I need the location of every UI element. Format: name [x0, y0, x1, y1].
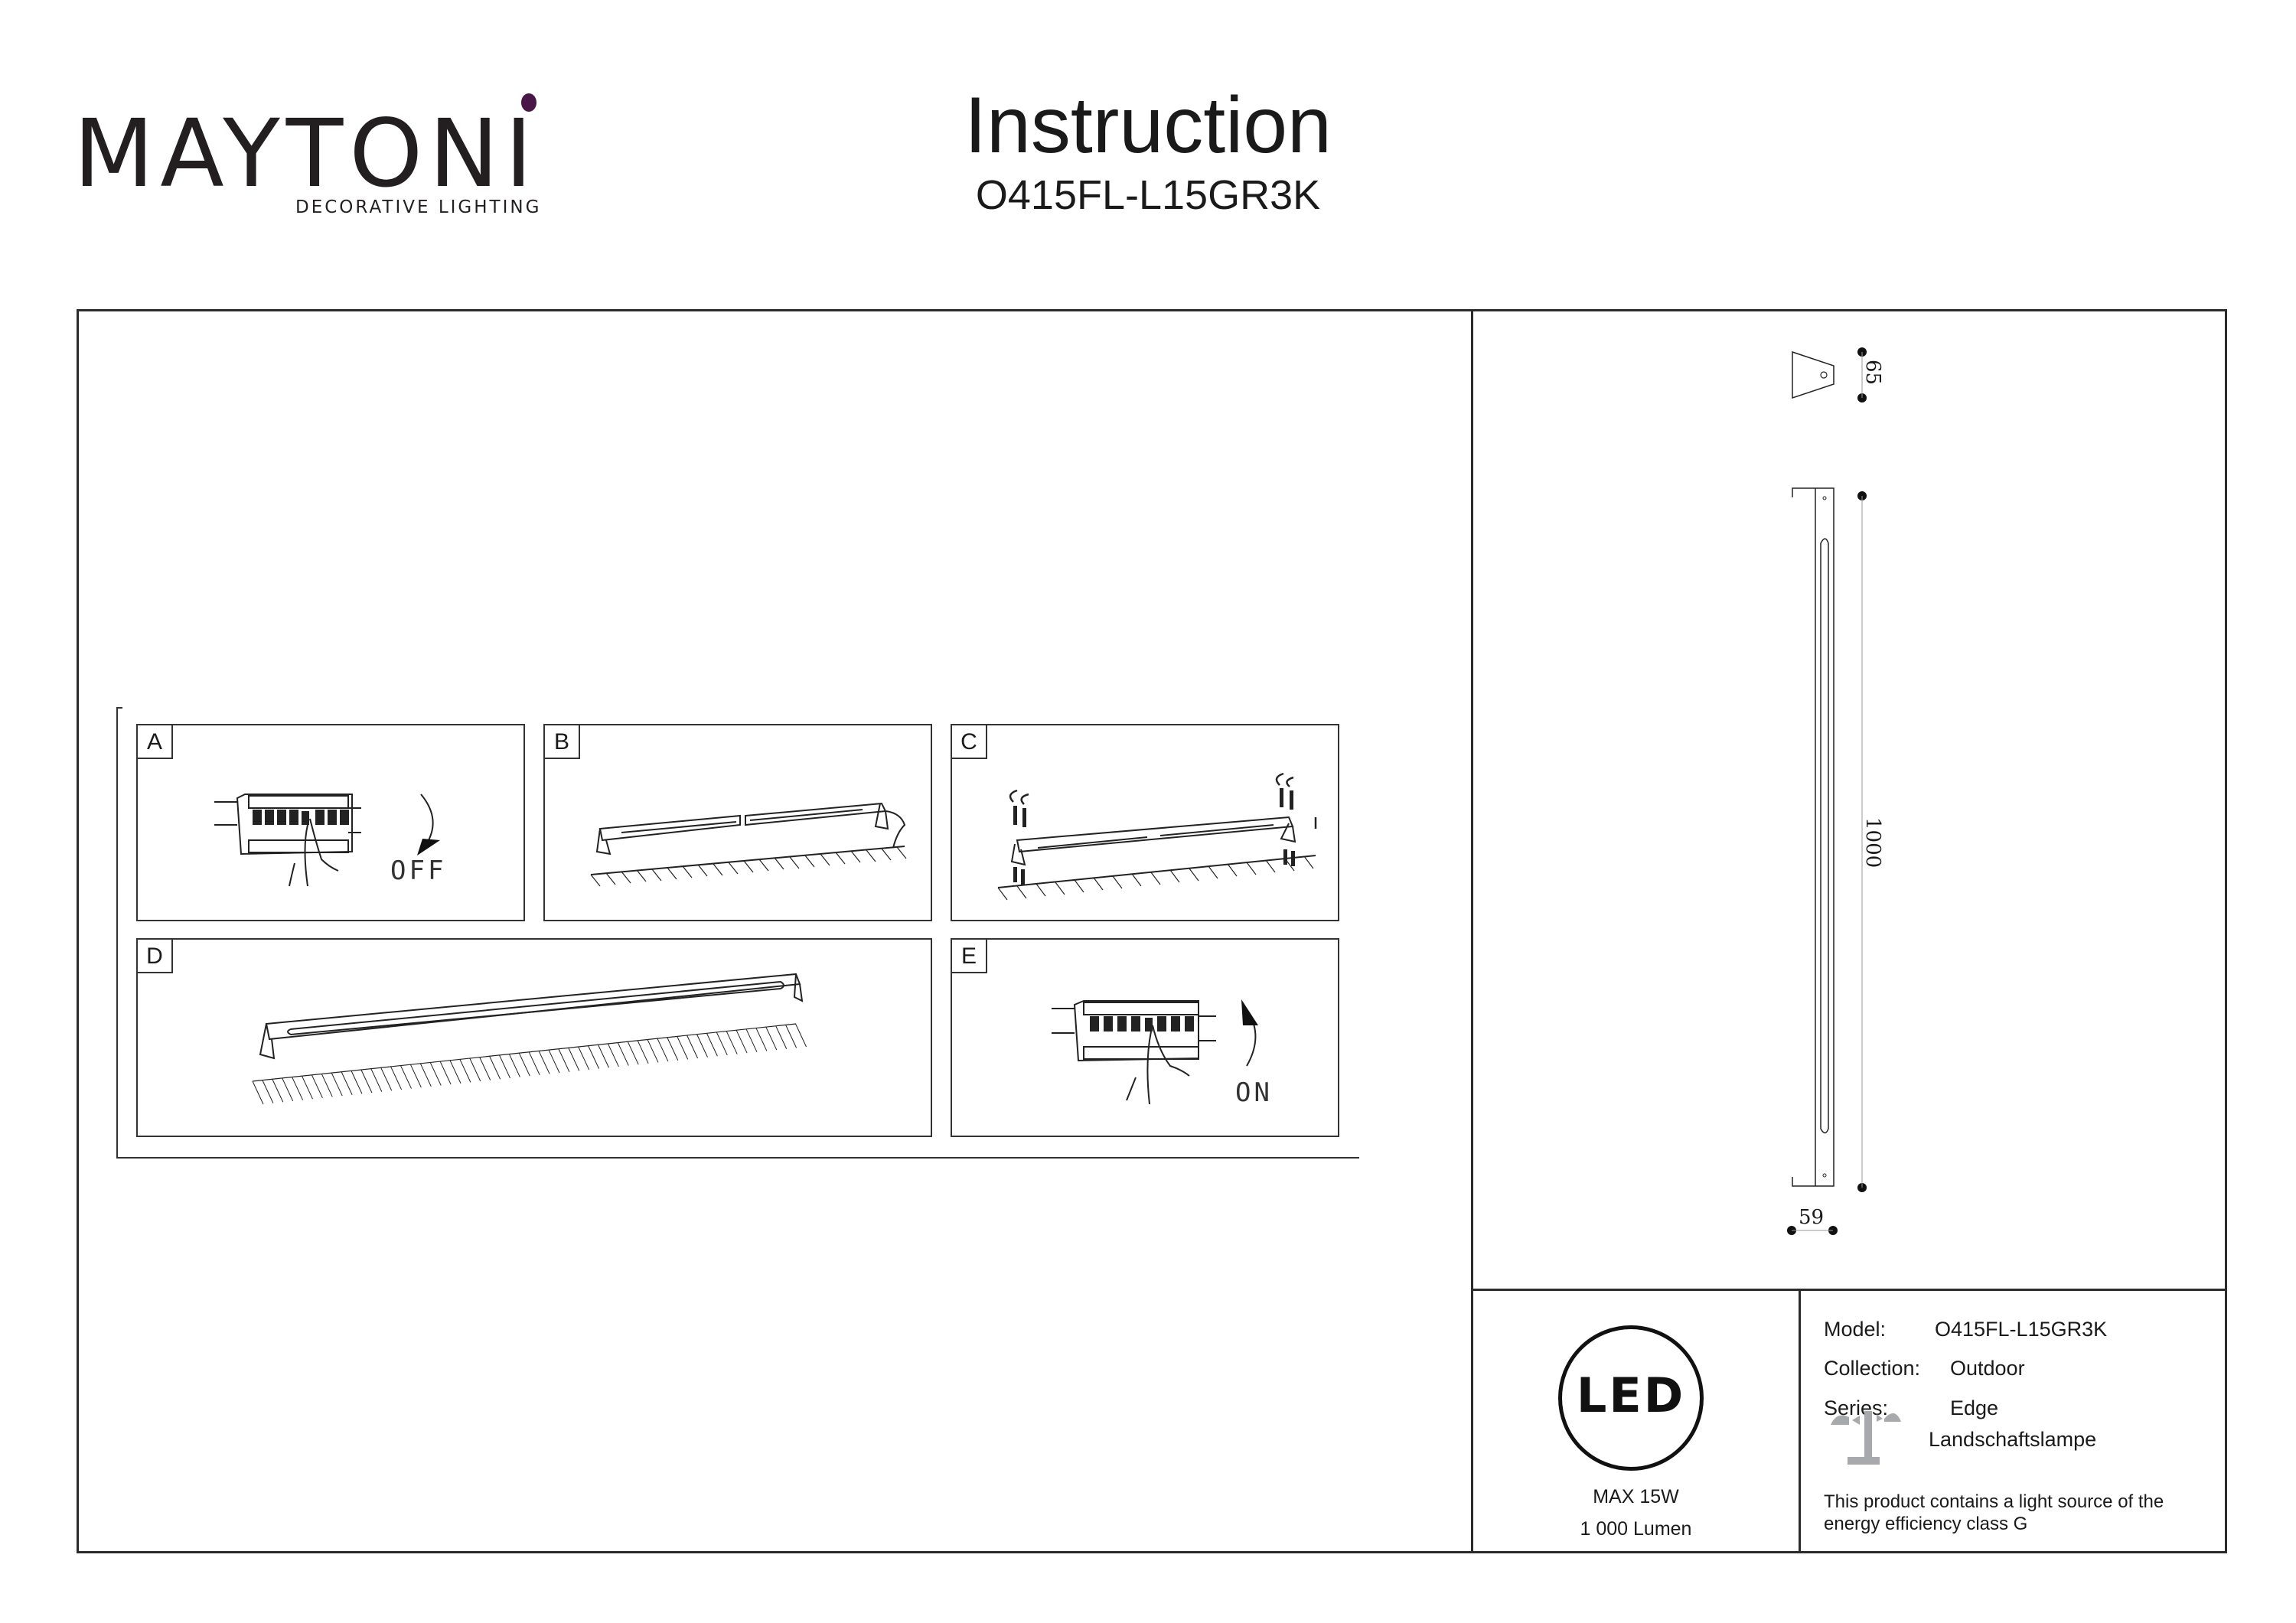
wiring-illustration [590, 802, 907, 887]
step-e: E ON [951, 938, 1339, 1137]
brand-tagline: DECORATIVE LIGHTING [295, 197, 542, 217]
breaker-off-illustration [214, 794, 440, 887]
page-title: Instruction [964, 81, 1332, 170]
model-value: O415FL-L15GR3K [1935, 1318, 2108, 1341]
step-label: C [952, 725, 987, 759]
luminous-flux: 1 000 Lumen [1580, 1518, 1692, 1540]
model-label: Model: [1824, 1318, 1887, 1341]
step-caption: ON [1235, 1077, 1273, 1108]
divider [1799, 1289, 1801, 1553]
lamp-profile-drawing [1787, 347, 1867, 1235]
length-dimension: 1000 [1861, 817, 1884, 869]
fixing-illustration [997, 772, 1317, 901]
arrow-up-icon [1241, 999, 1258, 1025]
breaker-on-illustration [1052, 999, 1258, 1105]
step-d: D [136, 938, 932, 1137]
ground-hatching [252, 1023, 807, 1105]
width-dimension: 59 [1799, 1206, 1825, 1229]
step-a: A OFF [136, 724, 525, 921]
step-label: B [545, 725, 580, 759]
steps-panel [116, 707, 1359, 1159]
dimension-drawing: 65 1000 59 [1760, 337, 1913, 1255]
end-profile-shape [1792, 350, 1835, 399]
step-c: C [951, 724, 1339, 921]
brand-wordmark: MAYTONI [73, 99, 539, 208]
series-value: Edge [1950, 1396, 1999, 1419]
collection-value: Outdoor [1950, 1357, 2025, 1380]
ground-hatching [590, 846, 907, 887]
page-model-number: O415FL-L15GR3K [975, 172, 1321, 218]
depth-dimension: 65 [1861, 360, 1884, 386]
divider [1471, 1289, 2227, 1291]
brand-dot-icon [521, 93, 536, 112]
mounted-lamp-illustration [252, 973, 807, 1105]
landscape-lamp-icon [1831, 1411, 1901, 1465]
step-label: A [138, 725, 173, 759]
led-badge: LED [1558, 1325, 1704, 1471]
brand-logo: MAYTONI DECORATIVE LIGHTING [73, 90, 548, 220]
step-caption: OFF [390, 855, 447, 886]
ground-hatching [997, 855, 1314, 901]
ground-hatching [252, 1023, 797, 1082]
arrow-down-icon [417, 839, 440, 855]
step-label: E [952, 940, 987, 973]
step-label: D [138, 940, 173, 973]
screw-icon [1013, 788, 1295, 885]
step-b: B [543, 724, 932, 921]
product-type: Landschaftslampe [1929, 1428, 2097, 1451]
rotate-arrow-icon [1009, 772, 1317, 829]
led-icon: LED [1576, 1367, 1686, 1423]
divider [1471, 309, 1473, 1553]
lamp-body-shape [1792, 487, 1835, 1187]
collection-label: Collection: [1824, 1357, 1921, 1380]
energy-efficiency-note: This product contains a light source of … [1824, 1491, 2164, 1534]
max-power: MAX 15W [1593, 1486, 1679, 1507]
document-frame [77, 309, 2227, 1553]
